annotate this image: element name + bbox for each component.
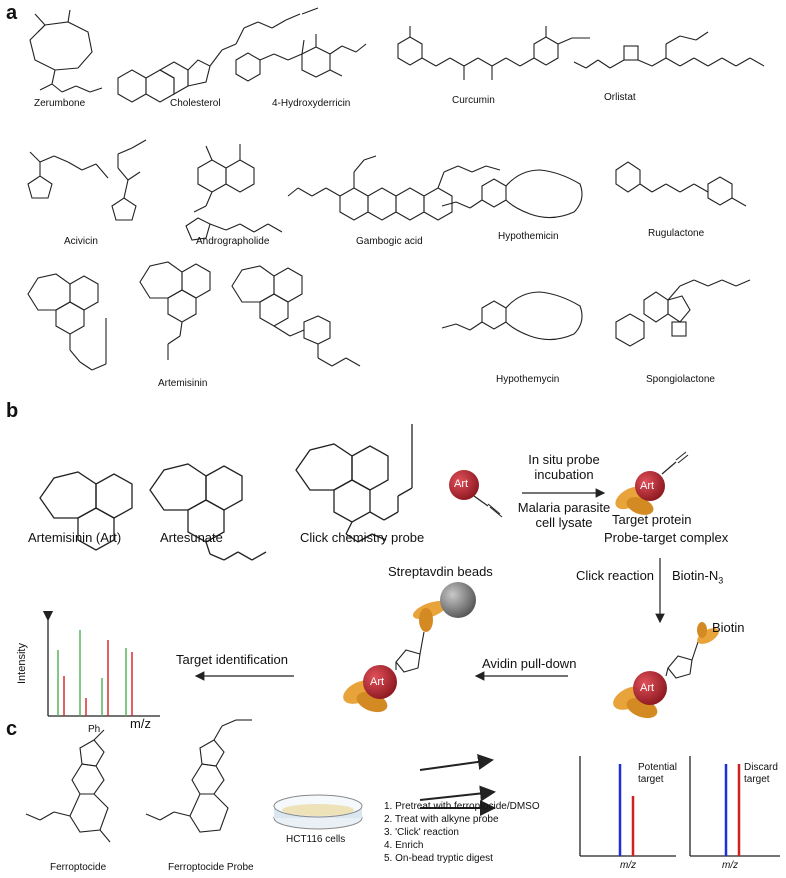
panel-c-arrows — [419, 754, 496, 816]
hypothemycin-structure — [441, 291, 583, 341]
compound-label: Acivicin — [64, 236, 98, 247]
protocol-steps: 1. Pretreat with ferroptocide/DMSO 2. Tr… — [384, 800, 540, 865]
cholesterol-structure — [117, 7, 319, 103]
mass-spectrum-b — [42, 610, 160, 717]
artemisinin-art-structure — [39, 471, 133, 551]
artesunate-label: Artesunate — [160, 530, 223, 545]
compound-label: Rugulactone — [648, 228, 705, 239]
curcumin-structure — [397, 26, 590, 80]
cells-label: HCT116 cells — [286, 834, 346, 845]
art-badge: Art — [640, 682, 655, 694]
click-probe-label: Click chemistry probe — [300, 530, 425, 545]
artemisinin-label: Artemisinin (Art) — [28, 530, 122, 545]
panel-b-structures — [39, 424, 413, 561]
click-reaction-label: Click reaction — [576, 568, 655, 583]
spongiolactone-structure — [615, 279, 751, 347]
protocol-step: 4. Enrich — [384, 840, 424, 851]
artesunate-structure — [149, 463, 267, 561]
panel-a-structures — [27, 7, 765, 371]
hypothemicin-structure — [441, 169, 583, 219]
artemisinin-probe-1 — [27, 273, 107, 371]
click-probe-structure — [295, 424, 413, 543]
spectrum-discard-target — [689, 756, 780, 857]
probe-target-complex — [615, 451, 689, 515]
compound-label: Curcumin — [452, 95, 495, 106]
ferroptocide-structure — [25, 729, 111, 843]
gambogic-acid-structure — [287, 155, 501, 221]
art-badge: Art — [454, 478, 469, 490]
panel-label-a: a — [6, 2, 18, 24]
artemisinin-probe-3 — [231, 265, 361, 367]
art-probe-bubble — [449, 470, 503, 518]
petri-dish — [273, 794, 363, 830]
avidin-label: Avidin pull-down — [482, 656, 577, 671]
ferroptocide-label: Ferroptocide — [50, 862, 107, 873]
compound-label: Cholesterol — [170, 98, 221, 109]
panel-c-structures — [25, 719, 252, 843]
biotin-label: Biotin — [712, 620, 745, 635]
probe-target-complex-label: Probe-target complex — [604, 530, 729, 545]
compound-label: Hypothemicin — [498, 231, 559, 242]
protocol-step: 2. Treat with alkyne probe — [384, 814, 499, 825]
spectrum-potential-target — [579, 756, 676, 857]
compound-label: Orlistat — [604, 92, 636, 103]
hydroxyderricin-structure — [235, 34, 367, 82]
compound-label: Andrographolide — [196, 236, 270, 247]
protocol-step: 5. On-bead tryptic digest — [384, 853, 493, 864]
target-protein-label: Target protein — [612, 512, 692, 527]
ph-label: Ph — [88, 724, 101, 735]
protocol-step: 1. Pretreat with ferroptocide/DMSO — [384, 801, 540, 812]
ferroptocide-probe-structure — [145, 719, 252, 833]
orlistat-structure — [573, 31, 765, 69]
intensity-axis-label: Intensity — [16, 643, 28, 684]
artemisinin-probe-2 — [139, 261, 211, 360]
biotinylated-complex — [613, 622, 719, 719]
compound-label: Hypothemycin — [496, 374, 560, 385]
art-badge: Art — [370, 676, 385, 688]
target-identification-label: Target identification — [176, 652, 289, 667]
panel-label-b: b — [6, 400, 19, 422]
mz-axis-label: m/z — [722, 860, 739, 871]
art-badge: Art — [640, 480, 655, 492]
compound-label: Gambogic acid — [356, 236, 423, 247]
ferroptocide-probe-label: Ferroptocide Probe — [168, 862, 254, 873]
compound-label: 4-Hydroxyderricin — [272, 98, 351, 109]
protocol-step: 3. 'Click' reaction — [384, 827, 459, 838]
compound-label: Spongiolactone — [646, 374, 715, 385]
rugulactone-structure — [615, 161, 747, 207]
compound-label: Artemisinin — [158, 378, 208, 389]
mz-axis-label: m/z — [620, 860, 637, 871]
zerumbone-structure — [29, 9, 103, 93]
panel-label-c: c — [6, 718, 18, 740]
compound-label: Zerumbone — [34, 98, 86, 109]
mz-axis-label: m/z — [130, 716, 151, 731]
andrographolide-structure — [185, 144, 283, 241]
acivicin-structure — [27, 139, 147, 221]
streptavidin-label: Streptavdin beads — [388, 564, 493, 579]
streptavidin-bead-complex — [343, 582, 476, 713]
biotin-n3-label: Biotin-N3 — [672, 568, 724, 586]
